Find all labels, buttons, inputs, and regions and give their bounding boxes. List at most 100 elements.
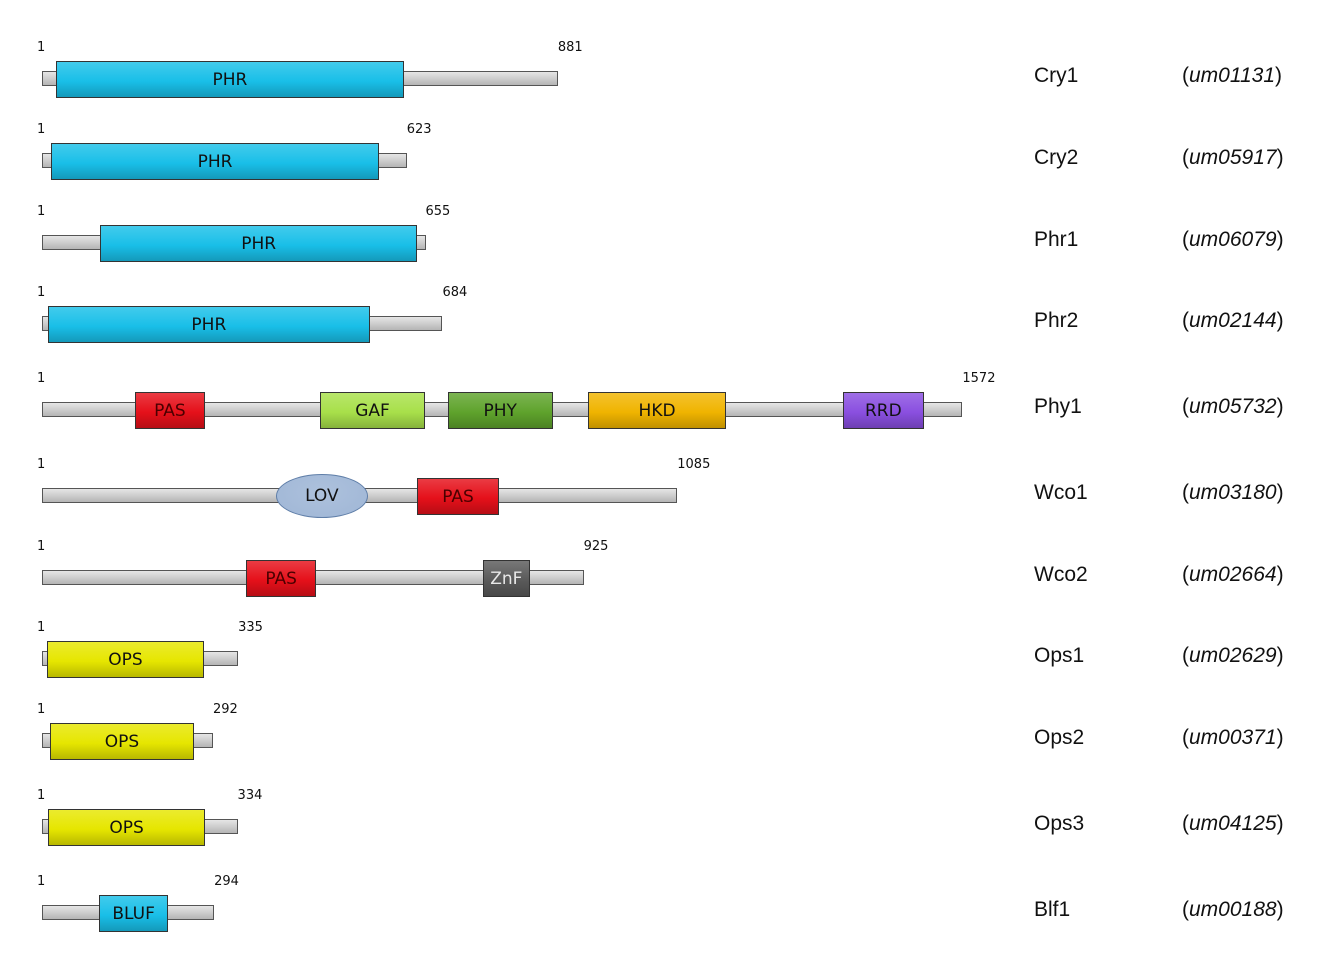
paren-close: ) — [1275, 64, 1283, 87]
domain-label: OPS — [104, 731, 140, 752]
paren-open: ( — [1182, 146, 1189, 169]
protein-name: Ops3 — [1034, 812, 1085, 835]
domain-label: OPS — [109, 817, 144, 838]
start-position-label: 1 — [37, 788, 46, 803]
protein-name: Blf1 — [1034, 898, 1071, 921]
domain-pas: PAS — [417, 478, 499, 515]
gene-id-text: um06079 — [1189, 228, 1277, 251]
domain-label: RRD — [864, 400, 902, 421]
domain-label: GAF — [355, 400, 390, 421]
start-position-label: 1 — [37, 702, 46, 717]
gene-id: (um06079) — [1182, 228, 1284, 252]
paren-close: ) — [1276, 898, 1284, 921]
paren-close: ) — [1276, 309, 1284, 332]
domain-label: HKD — [638, 400, 676, 421]
start-position-label: 1 — [37, 371, 46, 386]
domain-phr: PHR — [47, 306, 370, 343]
end-position-label: 684 — [442, 285, 468, 300]
paren-open: ( — [1182, 563, 1189, 586]
gene-id-text: um04125 — [1189, 812, 1277, 835]
domain-rrd: RRD — [842, 392, 924, 429]
domain-phr: PHR — [50, 143, 380, 180]
domain-hkd: HKD — [587, 392, 727, 429]
paren-close: ) — [1276, 146, 1284, 169]
start-position-label: 1 — [37, 204, 46, 219]
end-position-label: 334 — [237, 788, 263, 803]
gene-id-text: um03180 — [1189, 481, 1277, 504]
domain-label: ZnF — [490, 568, 523, 589]
gene-id-text: um02664 — [1189, 563, 1277, 586]
domain-ops: OPS — [47, 641, 204, 678]
paren-open: ( — [1182, 395, 1189, 418]
start-position-label: 1 — [37, 620, 46, 635]
gene-id-text: um00188 — [1189, 898, 1277, 921]
domain-phr: PHR — [56, 61, 404, 98]
gene-id-text: um00371 — [1189, 726, 1277, 749]
domain-label: PAS — [265, 568, 297, 589]
domain-label: PAS — [154, 400, 186, 421]
gene-id: (um05732) — [1182, 395, 1284, 419]
domain-label: PHR — [241, 233, 277, 254]
paren-close: ) — [1276, 481, 1284, 504]
domain-label: LOV — [305, 486, 339, 506]
domain-label: BLUF — [112, 903, 155, 924]
gene-id: (um01131) — [1182, 64, 1282, 88]
domain-pas: PAS — [134, 392, 206, 429]
end-position-label: 335 — [238, 620, 263, 635]
paren-close: ) — [1276, 228, 1284, 251]
protein-name: Phr2 — [1034, 309, 1079, 332]
end-position-label: 1085 — [677, 457, 711, 472]
domain-ops: OPS — [50, 723, 194, 760]
domain-label: OPS — [108, 649, 143, 670]
end-position-label: 1572 — [962, 371, 996, 386]
domain-gaf: GAF — [320, 392, 425, 429]
paren-open: ( — [1182, 228, 1189, 251]
protein-name: Cry1 — [1034, 64, 1079, 87]
paren-open: ( — [1182, 64, 1189, 87]
paren-open: ( — [1182, 309, 1189, 332]
paren-open: ( — [1182, 644, 1189, 667]
protein-name: Wco2 — [1034, 563, 1088, 586]
paren-close: ) — [1276, 395, 1284, 418]
start-position-label: 1 — [37, 285, 46, 300]
start-position-label: 1 — [37, 122, 46, 137]
domain-pas: PAS — [246, 560, 316, 597]
gene-id: (um00371) — [1182, 726, 1284, 750]
domain-lov: LOV — [275, 474, 369, 518]
paren-open: ( — [1182, 481, 1189, 504]
paren-close: ) — [1276, 644, 1284, 667]
end-position-label: 294 — [214, 874, 239, 889]
protein-name: Phy1 — [1034, 395, 1082, 418]
end-position-label: 881 — [557, 40, 583, 55]
protein-name: Wco1 — [1034, 481, 1088, 504]
paren-open: ( — [1182, 726, 1189, 749]
end-position-label: 623 — [406, 122, 432, 137]
paren-close: ) — [1276, 812, 1284, 835]
start-position-label: 1 — [37, 539, 46, 554]
domain-ops: OPS — [47, 809, 206, 846]
end-position-label: 925 — [583, 539, 609, 554]
gene-id: (um00188) — [1182, 898, 1284, 922]
paren-close: ) — [1276, 726, 1284, 749]
gene-id-text: um05732 — [1189, 395, 1277, 418]
gene-id: (um02144) — [1182, 309, 1284, 333]
domain-phy: PHY — [447, 392, 553, 429]
protein-name: Cry2 — [1034, 146, 1079, 169]
gene-id-text: um02144 — [1189, 309, 1277, 332]
paren-close: ) — [1276, 563, 1284, 586]
start-position-label: 1 — [37, 874, 46, 889]
domain-label: PAS — [442, 486, 474, 507]
gene-id: (um04125) — [1182, 812, 1284, 836]
domain-phr: PHR — [99, 225, 418, 262]
domain-label: PHY — [483, 400, 517, 421]
domain-znf: ZnF — [482, 560, 530, 597]
